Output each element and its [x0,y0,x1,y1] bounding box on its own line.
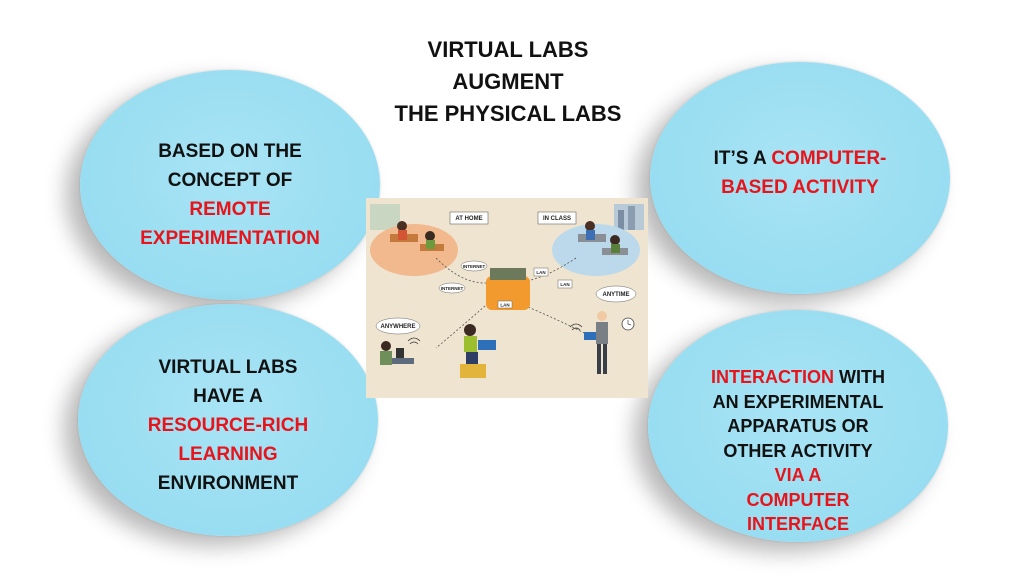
anytime-label: ANYTIME [603,292,630,298]
bubble-line: OTHER ACTIVITY [723,440,873,461]
bubble-line-1: INTERACTION WITH [711,365,885,390]
person-legs [466,352,478,364]
wifi-icon [569,323,583,331]
bubble-highlight: BASED ACTIVITY [721,177,879,198]
bubble-line: CONCEPT OF [167,170,293,191]
laptop-shape [478,340,496,350]
person-body [426,240,435,249]
label-box [537,211,577,225]
home-zone [370,224,458,276]
bubble-highlight: INTERFACE [746,514,849,535]
person-head [597,311,607,321]
bubble-computer-based: IT’S A COMPUTER- BASED ACTIVITY [650,62,950,294]
bubble-line: HAVE A [193,385,263,407]
label-box [497,300,513,309]
lan-label: LAN [536,270,545,275]
building-shape [618,210,624,230]
bubble-line-1: IT’S A COMPUTER- [714,144,887,173]
label-box [533,267,549,277]
person-head [425,231,435,241]
label-bubble [375,317,421,335]
stool-shape [460,364,486,378]
person-legs [597,344,601,374]
illustration-svg: AT HOME IN CLASS INTERNET INTERNET LAN L… [370,204,644,378]
title-line-3: THE PHYSICAL LABS [394,101,622,126]
internet-label: INTERNET [441,286,464,291]
bubble-text: IT’S A COMPUTER- BASED ACTIVITY [714,144,887,202]
label-bubble [460,260,488,272]
person-head [397,221,407,231]
person-head [610,235,620,245]
person-body [611,244,620,253]
wifi-icon [407,337,421,345]
bubble-highlight: LEARNING [178,443,278,465]
building-shape [628,206,635,230]
virtual-lab-illustration: AT HOME IN CLASS INTERNET INTERNET LAN L… [366,198,648,398]
clock-hands [627,320,632,326]
person-head [585,221,595,231]
tablet-shape [396,348,404,358]
title-line-2: AUGMENT [452,69,564,94]
bubble-segment: WITH [834,367,885,388]
network-line [435,297,495,349]
bubble-highlight: VIA A [774,465,822,486]
title-line-1: VIRTUAL LABS [427,37,589,62]
lab-equipment [490,268,526,280]
person-body [596,322,608,344]
tablet-shape [584,332,596,340]
lan-label: LAN [500,303,509,308]
page-title: VIRTUAL LABS AUGMENT THE PHYSICAL LABS [330,34,686,130]
bubble-interaction: INTERACTION WITH AN EXPERIMENTAL APPARAT… [648,310,948,542]
label-bubble [438,282,466,294]
bubble-line: BASED ON THE [158,141,302,162]
person-body [464,336,477,352]
anywhere-label: ANYWHERE [380,324,415,330]
home-picture [370,204,400,230]
label-bubble [595,285,637,303]
bubble-highlight: INTERACTION [711,367,834,388]
bubble-highlight: REMOTE [189,199,271,220]
label-box [557,279,573,289]
in-class-label: IN CLASS [543,216,571,222]
internet-label: INTERNET [463,264,486,269]
bubble-text: BASED ON THE CONCEPT OF REMOTE EXPERIMEN… [90,137,370,253]
bubble-line: VIRTUAL LABS [158,356,298,378]
at-home-label: AT HOME [455,216,482,222]
person-legs [392,358,414,364]
bubble-text: VIRTUAL LABS HAVE A RESOURCE-RICH LEARNI… [148,353,308,498]
bubble-line: APPARATUS OR [727,416,869,437]
bubble-highlight: COMPUTER- [771,148,887,169]
bubble-remote-experimentation: BASED ON THE CONCEPT OF REMOTE EXPERIMEN… [80,70,380,300]
bubble-highlight: EXPERIMENTATION [140,228,320,249]
bubble-text: INTERACTION WITH AN EXPERIMENTAL APPARAT… [711,365,885,537]
person-body [586,230,595,240]
bubble-highlight: COMPUTER [746,489,850,510]
bubble-line: ENVIRONMENT [157,472,299,494]
bubble-highlight: RESOURCE-RICH [147,414,309,436]
lab-server [486,276,530,310]
bubble-resource-rich: VIRTUAL LABS HAVE A RESOURCE-RICH LEARNI… [78,304,378,536]
bubble-segment: IT’S A [713,148,772,169]
person-legs [603,344,607,374]
person-head [381,341,391,351]
lan-label: LAN [560,282,569,287]
label-box [449,211,489,225]
person-head [464,324,476,336]
person-body [398,230,407,240]
person-body [380,351,392,365]
bubble-line: AN EXPERIMENTAL [712,391,884,412]
